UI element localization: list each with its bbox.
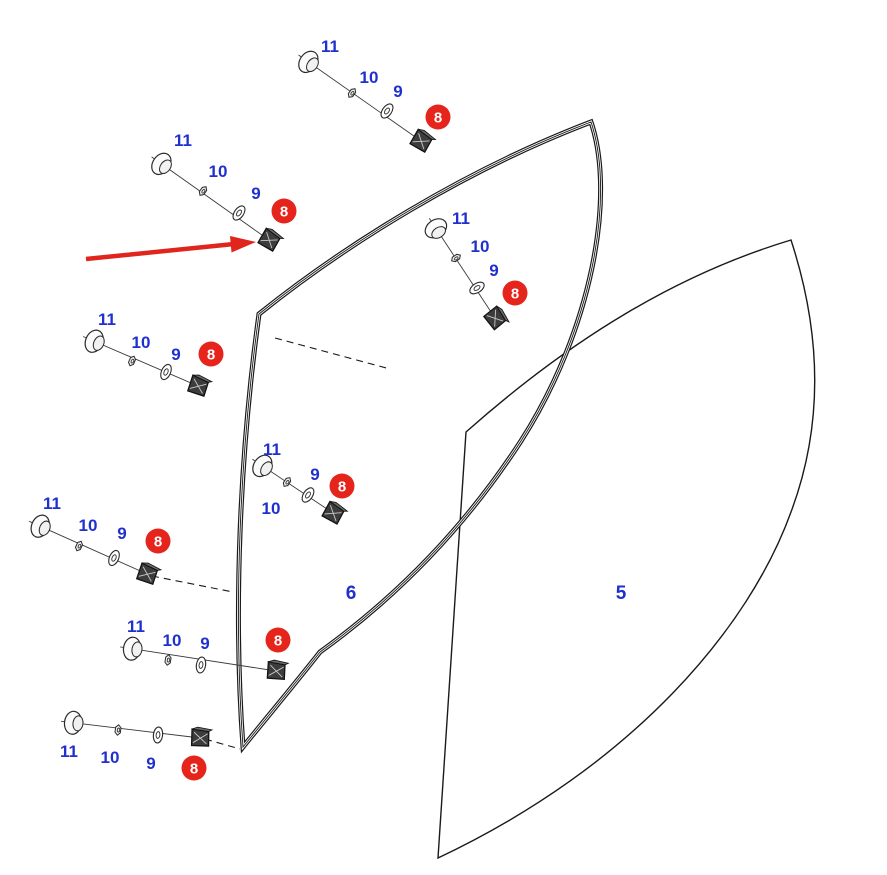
fastener-assembly-8: 11 10 9 8 <box>60 710 214 781</box>
washer-part-9 <box>380 103 394 119</box>
callout-badge-8: 8 <box>265 627 291 653</box>
nut-part-10 <box>127 355 137 367</box>
nut-part-10 <box>347 88 357 98</box>
clip-part-8 <box>321 500 349 525</box>
callout-number: 8 <box>338 479 346 496</box>
callout-badge-8: 8 <box>271 198 297 224</box>
fastener-assembly-1: 11 10 9 8 <box>298 37 451 154</box>
part-number-label-11: 11 <box>127 617 145 636</box>
callout-number: 8 <box>274 633 282 650</box>
part-number-label-10: 10 <box>360 68 379 87</box>
nut-part-10 <box>451 253 461 263</box>
part-number-label-10: 10 <box>79 516 98 535</box>
part-number-label-10: 10 <box>471 237 490 256</box>
callout-number: 8 <box>280 204 288 221</box>
part-number-label-10: 10 <box>262 499 281 518</box>
glass-panel <box>437 239 816 860</box>
part-number-label-11: 11 <box>452 209 470 228</box>
cap-part-11 <box>30 514 51 538</box>
cap-part-11 <box>151 152 172 176</box>
part-number-label-9: 9 <box>489 261 498 280</box>
cap-part-11 <box>63 710 84 735</box>
callout-badge-8: 8 <box>329 473 355 499</box>
nut-part-10 <box>114 724 122 736</box>
part-number-label-11: 11 <box>43 494 61 513</box>
callout-badge-8: 8 <box>425 104 451 130</box>
clip-part-8 <box>186 374 214 397</box>
seal-frame <box>235 118 604 754</box>
clip-part-8 <box>482 305 510 331</box>
cap-part-11 <box>84 329 105 353</box>
fastener-assembly-5: 11 9 10 8 <box>252 440 355 525</box>
callout-badge-8: 8 <box>181 755 207 781</box>
callout-badge-8: 8 <box>145 528 171 554</box>
nut-part-10 <box>198 186 208 196</box>
part-number-label-9: 9 <box>200 634 209 653</box>
part-number-label-9: 9 <box>117 524 126 543</box>
nut-part-10 <box>74 540 84 552</box>
callout-badge-8: 8 <box>198 341 224 367</box>
callout-badge-8: 8 <box>502 280 528 306</box>
washer-part-9 <box>301 487 315 503</box>
dashed-reference-line <box>204 738 241 750</box>
clip-part-8 <box>135 562 163 586</box>
clip-part-8 <box>257 227 285 253</box>
assembly-axis-line <box>151 156 270 241</box>
cap-part-11 <box>424 218 448 239</box>
part-number-label-10: 10 <box>209 162 228 181</box>
clip-part-8 <box>409 128 437 154</box>
assembly-axis-line <box>61 720 201 739</box>
dashed-reference-line <box>151 575 234 593</box>
nut-part-10 <box>164 654 172 666</box>
fastener-assembly-2: 11 10 9 8 <box>151 131 297 253</box>
pointer-arrow <box>85 236 256 262</box>
dashed-reference-line <box>274 337 391 370</box>
arrow-shaft <box>85 241 235 262</box>
callout-number: 8 <box>190 761 198 778</box>
assembly-axis-line <box>298 54 422 142</box>
part-number-label-11: 11 <box>174 131 192 150</box>
part-number-label-10: 10 <box>163 631 182 650</box>
cap-part-11 <box>252 454 273 478</box>
part-label-6: 6 <box>346 583 357 604</box>
clip-part-8 <box>266 659 290 681</box>
part-number-label-9: 9 <box>310 465 319 484</box>
part-number-label-9: 9 <box>393 82 402 101</box>
washer-part-9 <box>152 726 164 744</box>
callout-number: 8 <box>511 286 519 303</box>
part-label-5: 5 <box>616 583 627 604</box>
clip-part-8 <box>190 726 214 747</box>
cap-part-11 <box>122 636 143 661</box>
part-number-label-11: 11 <box>321 37 339 56</box>
washer-part-9 <box>108 549 120 567</box>
part-number-label-10: 10 <box>132 333 151 352</box>
washer-part-9 <box>195 656 207 674</box>
part-number-label-10: 10 <box>101 748 120 767</box>
part-number-label-9: 9 <box>146 754 155 773</box>
nut-part-10 <box>282 477 292 487</box>
washer-part-9 <box>160 363 172 381</box>
part-number-label-11: 11 <box>263 440 281 459</box>
callout-number: 8 <box>434 110 442 127</box>
fastener-assembly-4: 11 10 9 8 <box>82 310 224 397</box>
part-number-label-11: 11 <box>60 742 78 761</box>
washer-part-9 <box>232 205 246 221</box>
cap-part-11 <box>298 50 319 74</box>
fastener-assembly-7: 11 10 9 8 <box>120 617 291 681</box>
arrow-head <box>230 236 256 253</box>
part-number-label-9: 9 <box>171 345 180 364</box>
callout-number: 8 <box>207 347 215 364</box>
reference-dashed-lines <box>151 337 391 750</box>
fastener-assembly-6: 11 10 9 8 <box>29 494 171 586</box>
callout-number: 8 <box>154 534 162 551</box>
part-number-label-11: 11 <box>98 310 116 329</box>
washer-part-9 <box>469 281 485 295</box>
part-number-label-9: 9 <box>251 184 260 203</box>
